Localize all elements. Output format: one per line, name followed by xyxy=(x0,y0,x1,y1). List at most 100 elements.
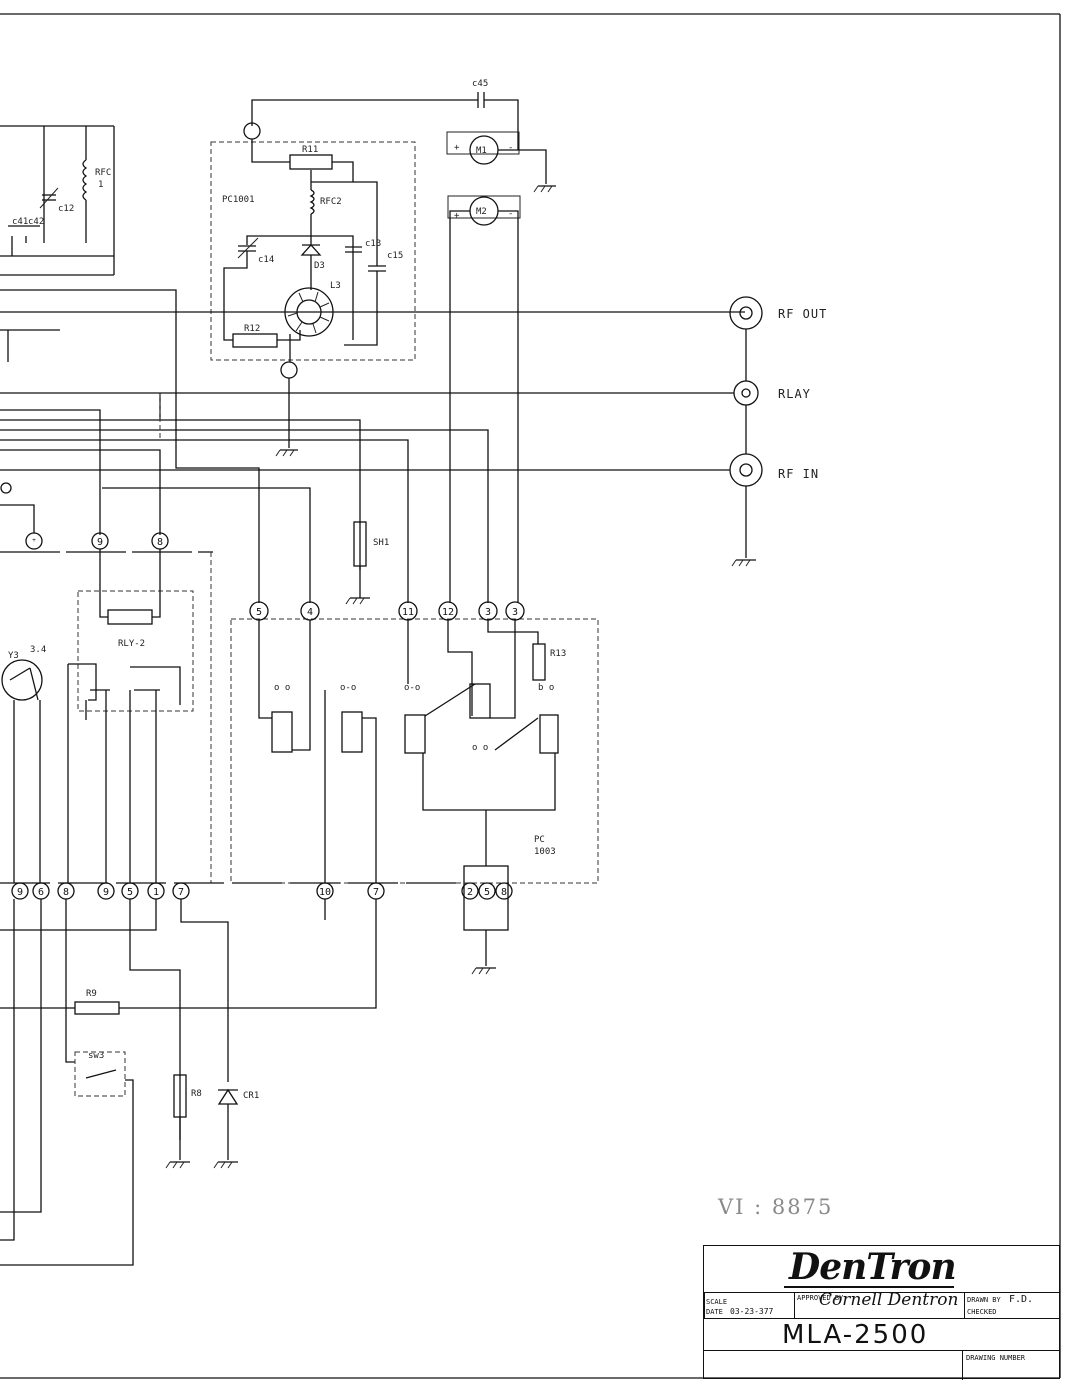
rf-in-connector xyxy=(729,453,763,487)
top-pin: 3 xyxy=(485,607,491,618)
sw3-switch xyxy=(74,1051,126,1097)
approval-signature: Cornell Dentron xyxy=(819,1290,959,1310)
pc-pin: 2 xyxy=(467,887,473,898)
top-pin: 5 xyxy=(256,607,262,618)
r11-resistor xyxy=(289,154,333,170)
sheet-border xyxy=(0,13,1061,1379)
ground-symbol xyxy=(471,967,496,975)
pc1001-label: PC1001 xyxy=(222,195,255,205)
diagram-label: + xyxy=(454,143,460,153)
checked-label: CHECKED xyxy=(967,1308,997,1316)
c12-label: c12 xyxy=(58,204,74,214)
c13-label: c13 xyxy=(365,239,381,249)
rf-connectors: RF OUT RLAY RF IN xyxy=(0,296,827,567)
rly2-block: ⁺ 9 8 RLY-2 3.4 Y3 xyxy=(1,532,212,883)
top-pin: 4 xyxy=(307,607,313,618)
c42-label: c42 xyxy=(28,217,44,227)
pc-pin: 8 xyxy=(501,887,507,898)
brand-logo: DenTron xyxy=(789,1246,957,1288)
rly2-coil xyxy=(107,609,153,625)
ground-symbol xyxy=(731,559,756,567)
diagram-label: ⁺ xyxy=(31,537,37,548)
r12-label: R12 xyxy=(244,324,260,334)
ground-symbol xyxy=(213,1161,238,1169)
c14-label: c14 xyxy=(258,255,274,265)
diagram-label: o-o xyxy=(340,683,356,693)
diagram-label: 1003 xyxy=(534,847,556,857)
bottom-pin-row: 9 6 8 9 5 1 7 10 7 R9 sw3 R8 xyxy=(0,882,460,1266)
bottom-pin: 6 xyxy=(38,887,44,898)
r11-label: R11 xyxy=(302,145,318,155)
cr1-label: CR1 xyxy=(243,1091,259,1101)
ground-symbol xyxy=(275,449,298,457)
bottom-pin: 10 xyxy=(319,887,331,898)
diagram-label: Y3 xyxy=(8,651,19,661)
diagram-label: o o xyxy=(274,683,290,693)
c41-label: c41 xyxy=(12,217,28,227)
top-pin: 11 xyxy=(402,607,414,618)
bottom-pin: 8 xyxy=(63,887,69,898)
rly-pin: 8 xyxy=(157,537,163,548)
ground-symbol xyxy=(533,185,556,193)
rly2-frame xyxy=(77,590,194,712)
rf-out-label: RF OUT xyxy=(778,307,827,321)
title-block: DenTron SCALE DATE 03-23-377 Cornell Den… xyxy=(703,1245,1060,1380)
diagram-label: 1 xyxy=(98,180,103,190)
r9-resistor xyxy=(74,1001,120,1015)
detector-section: c45 M1 + - M2 + - R11 PC1001 RFC2 xyxy=(210,79,556,603)
reference-stamp: VI : 8875 xyxy=(718,1195,834,1219)
date-value: 03-23-377 xyxy=(730,1307,774,1316)
bottom-pin: 7 xyxy=(373,887,379,898)
rf-in-label: RF IN xyxy=(778,467,819,481)
m1-frame xyxy=(446,131,520,155)
bottom-pin: 5 xyxy=(127,887,133,898)
r13-label: R13 xyxy=(550,649,566,659)
date-label: DATE xyxy=(706,1308,723,1316)
relay-label: RLAY xyxy=(778,387,811,401)
drawn-by-value: F.D. xyxy=(1009,1294,1034,1305)
diagram-label: o o xyxy=(472,743,488,753)
c15-label: c15 xyxy=(387,251,403,261)
sh1-label: SH1 xyxy=(373,538,389,548)
r12-resistor xyxy=(232,333,278,348)
c45-label: c45 xyxy=(472,79,488,89)
control-wiring: SH1 xyxy=(0,393,489,605)
pc1003-label: PC xyxy=(534,835,545,845)
drawn-by-label: DRAWN BY xyxy=(967,1296,1001,1304)
pc1001-board xyxy=(210,141,416,361)
ground-symbol xyxy=(345,597,370,605)
pc-pin: 5 xyxy=(484,887,490,898)
d3-label: D3 xyxy=(314,261,325,271)
scale-label: SCALE xyxy=(706,1298,728,1306)
m1-label: M1 xyxy=(476,146,487,156)
ground-symbol xyxy=(165,1161,190,1169)
diagram-label: o-o xyxy=(404,683,420,693)
bottom-pin: 1 xyxy=(153,887,159,898)
drawing-number-label: DRAWING NUMBER xyxy=(966,1354,1026,1362)
diagram-label: - xyxy=(508,209,513,219)
rly2-label: RLY-2 xyxy=(118,639,145,649)
rfc1-label: RFC xyxy=(95,168,111,178)
rly-pin: 9 xyxy=(97,537,103,548)
r9-label: R9 xyxy=(86,989,97,999)
model-number: MLA-2500 xyxy=(782,1320,929,1350)
diagram-label: 3.4 xyxy=(30,645,46,655)
rf-out-connector xyxy=(729,296,763,330)
top-pin: 3 xyxy=(512,607,518,618)
pc1003-board: 5 4 11 12 3 3 o o o-o o-o R13 b o o o PC… xyxy=(230,601,599,975)
l3-label: L3 xyxy=(330,281,341,291)
bottom-pin: 7 xyxy=(178,887,184,898)
r13-resistor xyxy=(532,643,546,681)
brand-underline xyxy=(784,1286,954,1288)
tuning-section: RFC 1 c12 c41 c42 xyxy=(0,125,745,603)
bottom-pin: 9 xyxy=(17,887,23,898)
relay-connector xyxy=(733,380,759,406)
bottom-pin: 9 xyxy=(103,887,109,898)
diagram-label: - xyxy=(508,143,513,153)
r8-label: R8 xyxy=(191,1089,202,1099)
title-block-divider xyxy=(704,1292,1059,1293)
m2-label: M2 xyxy=(476,207,487,217)
diagram-label: + xyxy=(454,211,460,221)
top-pin: 12 xyxy=(442,607,454,618)
